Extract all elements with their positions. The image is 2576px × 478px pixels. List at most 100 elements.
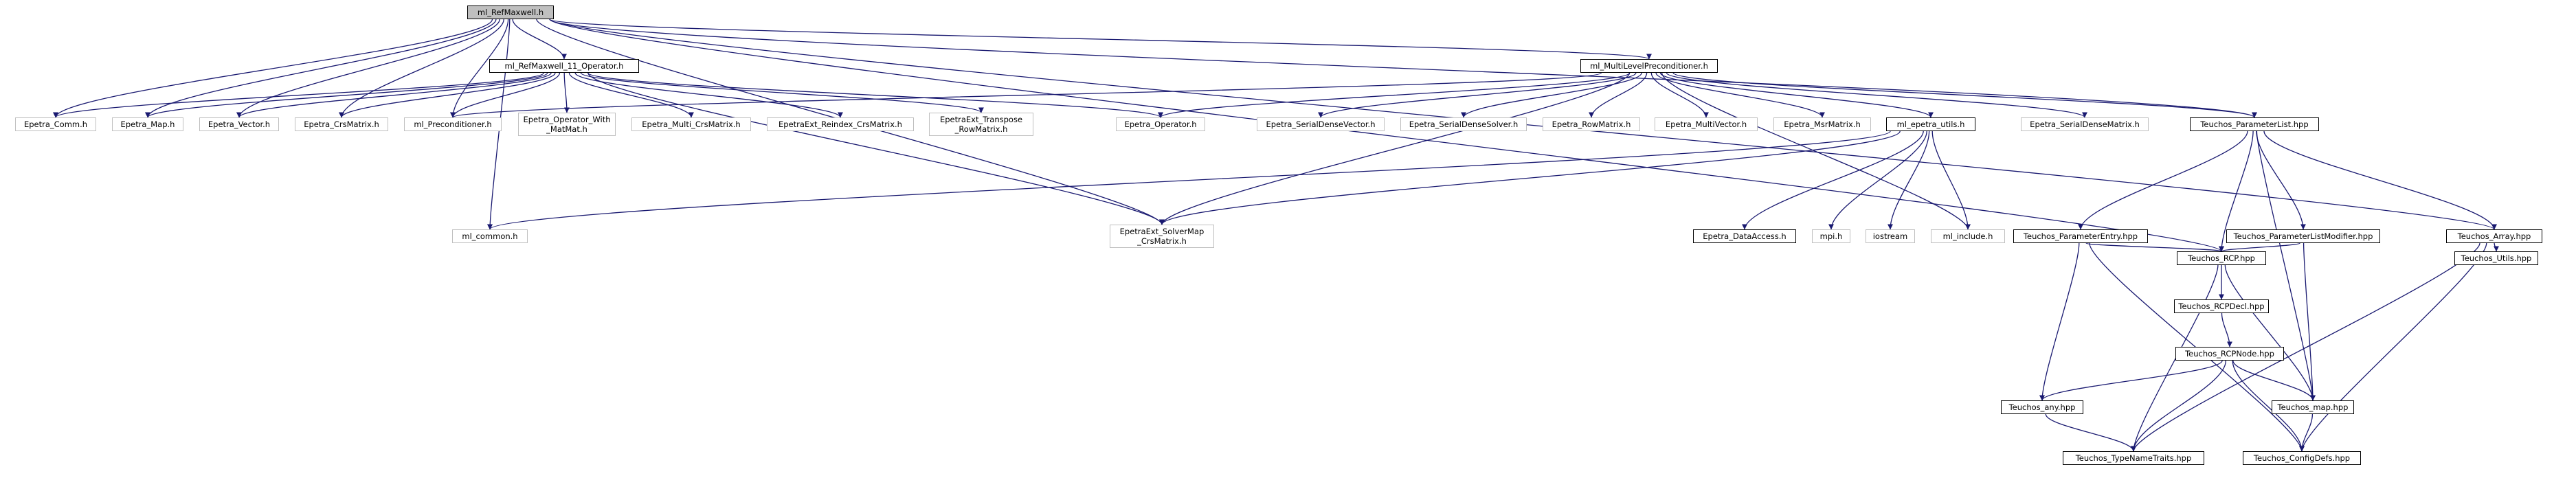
edge-n1-to-n8 (563, 72, 570, 113)
node-ml-include-h[interactable]: ml_include.h (1931, 229, 2005, 243)
edge-n20-to-n35 (2256, 130, 2316, 401)
edge-n2-to-n12 (1158, 72, 1631, 118)
node-teuchos-rcpdecl-hpp[interactable]: Teuchos_RCPDecl.hpp (2174, 299, 2269, 313)
node-ml-refmaxwell-h[interactable]: ml_RefMaxwell.h (467, 5, 554, 19)
edge-n1-to-n12 (587, 72, 1163, 118)
node-teuchos-typenametraits-hpp[interactable]: Teuchos_TypeNameTraits.hpp (2063, 451, 2204, 465)
edge-n0-to-n2 (549, 19, 1652, 60)
node-teuchos-utils-hpp[interactable]: Teuchos_Utils.hpp (2454, 251, 2538, 265)
node-iostream[interactable]: iostream (1866, 229, 1915, 243)
node-mpi-h[interactable]: mpi.h (1812, 229, 1850, 243)
edge-n1-to-n5 (236, 72, 552, 118)
node-label: Teuchos_Utils.hpp (2461, 253, 2532, 263)
node-epetra-rowmatrix-h[interactable]: Epetra_RowMatrix.h (1543, 117, 1640, 131)
node-label: ml_RefMaxwell.h (477, 8, 544, 17)
node-epetra-crsmatrix-h[interactable]: Epetra_CrsMatrix.h (295, 117, 388, 131)
edge-n0-to-n3 (53, 19, 493, 118)
node-teuchos-rcpnode-hpp[interactable]: Teuchos_RCPNode.hpp (2175, 347, 2284, 361)
node-ml-preconditioner-h[interactable]: ml_Preconditioner.h (404, 117, 502, 131)
node-epetra-vector-h[interactable]: Epetra_Vector.h (199, 117, 279, 131)
node-label: EpetraExt_SolverMap _CrsMatrix.h (1119, 227, 1205, 246)
node-epetraext-reindex-crsmatrix-h[interactable]: EpetraExt_Reindex_CrsMatrix.h (767, 117, 914, 131)
node-epetra-serialdensematrix-h[interactable]: Epetra_SerialDenseMatrix.h (2021, 117, 2149, 131)
node-ml-refmaxwell-11-operator-h[interactable]: ml_RefMaxwell_11_Operator.h (489, 59, 639, 73)
node-label: ml_RefMaxwell_11_Operator.h (504, 61, 624, 71)
edge-n1-to-n4 (145, 72, 548, 118)
node-ml-epetra-utils-h[interactable]: ml_epetra_utils.h (1886, 117, 1975, 131)
edge-n18-to-n22 (1159, 130, 1901, 225)
node-label: ml_common.h (462, 231, 518, 241)
edge-n0-to-n1 (512, 19, 567, 60)
node-teuchos-any-hpp[interactable]: Teuchos_any.hpp (2001, 400, 2083, 414)
edge-n33-to-n37 (2232, 360, 2305, 452)
edge-n0-to-n4 (145, 19, 497, 118)
node-label: Teuchos_TypeNameTraits.hpp (2075, 453, 2192, 463)
node-label: Epetra_Map.h (120, 120, 175, 129)
node-label: Epetra_Vector.h (208, 120, 271, 129)
node-epetraext-transpose-rowmatrix-h[interactable]: EpetraExt_Transpose _RowMatrix.h (929, 113, 1033, 136)
edge-n1-to-n7 (450, 72, 561, 118)
edge-n33-to-n34 (2039, 360, 2223, 401)
edge-n2-to-n17 (1655, 72, 1825, 118)
edge-n20-to-n27 (2078, 130, 2248, 230)
node-epetra-dataaccess-h[interactable]: Epetra_DataAccess.h (1693, 229, 1796, 243)
edge-n2-to-n20 (1672, 72, 2257, 118)
node-label: Epetra_MsrMatrix.h (1784, 120, 1861, 129)
node-label: Teuchos_ParameterListModifier.hpp (2233, 231, 2373, 241)
node-epetraext-solvermap-crsmatrix-h[interactable]: EpetraExt_SolverMap _CrsMatrix.h (1110, 225, 1214, 248)
edge-n27-to-n34 (2039, 242, 2080, 401)
node-label: Epetra_SerialDenseMatrix.h (2030, 120, 2140, 129)
node-teuchos-array-hpp[interactable]: Teuchos_Array.hpp (2446, 229, 2542, 243)
node-teuchos-parameterlistmodifier-hpp[interactable]: Teuchos_ParameterListModifier.hpp (2226, 229, 2380, 243)
node-epetra-multi-crsmatrix-h[interactable]: Epetra_Multi_CrsMatrix.h (631, 117, 751, 131)
node-label: Epetra_MultiVector.h (1665, 120, 1747, 129)
node-label: Teuchos_map.hpp (2277, 402, 2349, 412)
node-teuchos-rcp-hpp[interactable]: Teuchos_RCP.hpp (2177, 251, 2266, 265)
edge-n20-to-n30 (2219, 130, 2254, 252)
node-label: Teuchos_ConfigDefs.hpp (2253, 453, 2351, 463)
edge-n2-to-n16 (1650, 72, 1709, 118)
node-ml-common-h[interactable]: ml_common.h (452, 229, 528, 243)
edge-n18-to-n21 (487, 130, 1891, 230)
node-epetra-map-h[interactable]: Epetra_Map.h (112, 117, 183, 131)
node-teuchos-map-hpp[interactable]: Teuchos_map.hpp (2272, 400, 2354, 414)
node-label: EpetraExt_Transpose _RowMatrix.h (939, 115, 1023, 134)
edge-n29-to-n31 (2493, 242, 2499, 252)
node-ml-multilevelpreconditioner-h[interactable]: ml_MultiLevelPreconditioner.h (1580, 59, 1718, 73)
node-label: Teuchos_ParameterList.hpp (2200, 120, 2309, 129)
node-epetra-serialdensesolver-h[interactable]: Epetra_SerialDenseSolver.h (1400, 117, 1527, 131)
edge-n1-to-n6 (339, 72, 556, 118)
edge-n2-to-n22 (1159, 72, 1631, 225)
edge-n18-to-n26 (1931, 130, 1971, 230)
node-teuchos-configdefs-hpp[interactable]: Teuchos_ConfigDefs.hpp (2243, 451, 2361, 465)
node-label: Epetra_SerialDenseVector.h (1266, 120, 1376, 129)
node-epetra-operator-with-matmat-h[interactable]: Epetra_Operator_With _MatMat.h (518, 113, 616, 136)
edge-n2-to-n19 (1666, 72, 2087, 118)
edge-n34-to-n36 (2045, 413, 2136, 452)
node-label: ml_include.h (1942, 231, 1993, 241)
edge-n0-to-n6 (339, 19, 504, 118)
node-epetra-comm-h[interactable]: Epetra_Comm.h (15, 117, 96, 131)
node-label: ml_epetra_utils.h (1896, 120, 1965, 129)
node-label: Epetra_Operator.h (1124, 120, 1197, 129)
node-epetra-msrmatrix-h[interactable]: Epetra_MsrMatrix.h (1773, 117, 1871, 131)
node-epetra-operator-h[interactable]: Epetra_Operator.h (1116, 117, 1205, 131)
edge-n2-to-n15 (1589, 72, 1648, 118)
edge-n0-to-n30 (549, 19, 2224, 252)
node-label: Epetra_Operator_With _MatMat.h (523, 115, 611, 134)
edge-n1-to-n22 (587, 72, 1165, 225)
node-label: iostream (1872, 231, 1908, 241)
node-epetra-multivector-h[interactable]: Epetra_MultiVector.h (1655, 117, 1758, 131)
edge-n1-to-n3 (53, 72, 545, 118)
edge-n1-to-n10 (574, 72, 843, 118)
node-label: Epetra_RowMatrix.h (1552, 120, 1631, 129)
edge-n28-to-n35 (2303, 242, 2316, 401)
node-teuchos-parameterentry-hpp[interactable]: Teuchos_ParameterEntry.hpp (2013, 229, 2148, 243)
edge-n32-to-n33 (2221, 312, 2232, 348)
node-label: Teuchos_RCP.hpp (2188, 253, 2255, 263)
node-teuchos-parameterlist-hpp[interactable]: Teuchos_ParameterList.hpp (2190, 117, 2319, 131)
node-epetra-serialdensevector-h[interactable]: Epetra_SerialDenseVector.h (1257, 117, 1385, 131)
edge-n0-to-n20 (549, 19, 2257, 118)
